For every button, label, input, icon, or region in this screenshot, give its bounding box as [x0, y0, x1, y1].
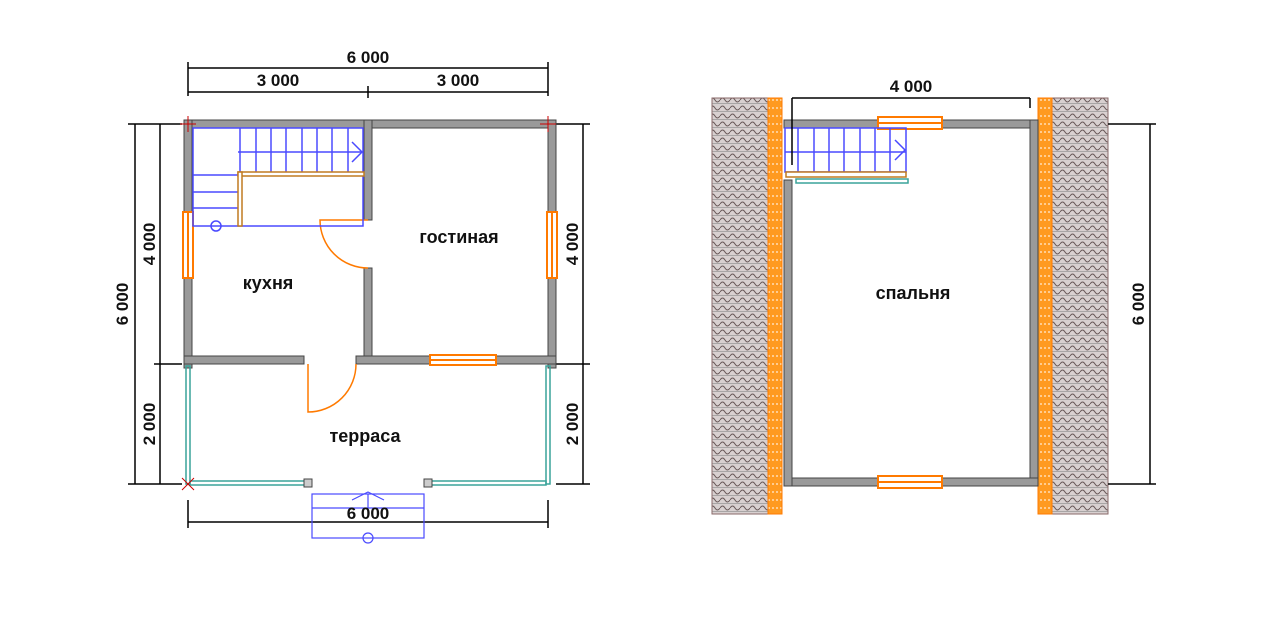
room-living: гостиная [419, 227, 498, 247]
roof-left [711, 97, 771, 515]
staircase [192, 127, 364, 232]
doors [307, 219, 369, 413]
roof-right [1051, 97, 1109, 515]
attic-stair-railing [785, 171, 907, 178]
attic-dimension-lines [791, 97, 1156, 485]
ground-floor-plan: 6 000 3 000 3 000 6 000 4 000 2 000 4 00… [113, 48, 590, 544]
attic-floor-plan: 4 000 6 000 спальня [711, 77, 1156, 515]
dim-top-left: 3 000 [257, 71, 300, 90]
roof-left-insulation [767, 97, 783, 515]
room-kitchen: кухня [243, 273, 294, 293]
dimension-lines [128, 62, 590, 528]
dim-bottom-total: 6 000 [347, 504, 390, 523]
stair-railing [237, 171, 365, 177]
attic-staircase [784, 127, 907, 173]
dim-top-total: 6 000 [347, 48, 390, 67]
room-terrace: терраса [329, 426, 401, 446]
roof-right-insulation [1037, 97, 1053, 515]
dim-left-lower: 2 000 [140, 403, 159, 446]
dim-attic-right: 6 000 [1129, 283, 1148, 326]
terrace-posts [303, 478, 433, 488]
attic-railing-glass [795, 178, 909, 184]
dim-right-upper: 4 000 [563, 223, 582, 266]
dim-right-lower: 2 000 [563, 403, 582, 446]
dim-attic-top: 4 000 [890, 77, 933, 96]
room-bedroom: спальня [876, 283, 951, 303]
attic-windows [877, 116, 943, 489]
dim-top-right: 3 000 [437, 71, 480, 90]
dim-left-total: 6 000 [113, 283, 132, 326]
corner-markers [180, 116, 556, 491]
stair-railing-side [237, 171, 243, 227]
entry-steps [311, 491, 425, 544]
dim-left-upper: 4 000 [140, 223, 159, 266]
windows [182, 211, 558, 366]
